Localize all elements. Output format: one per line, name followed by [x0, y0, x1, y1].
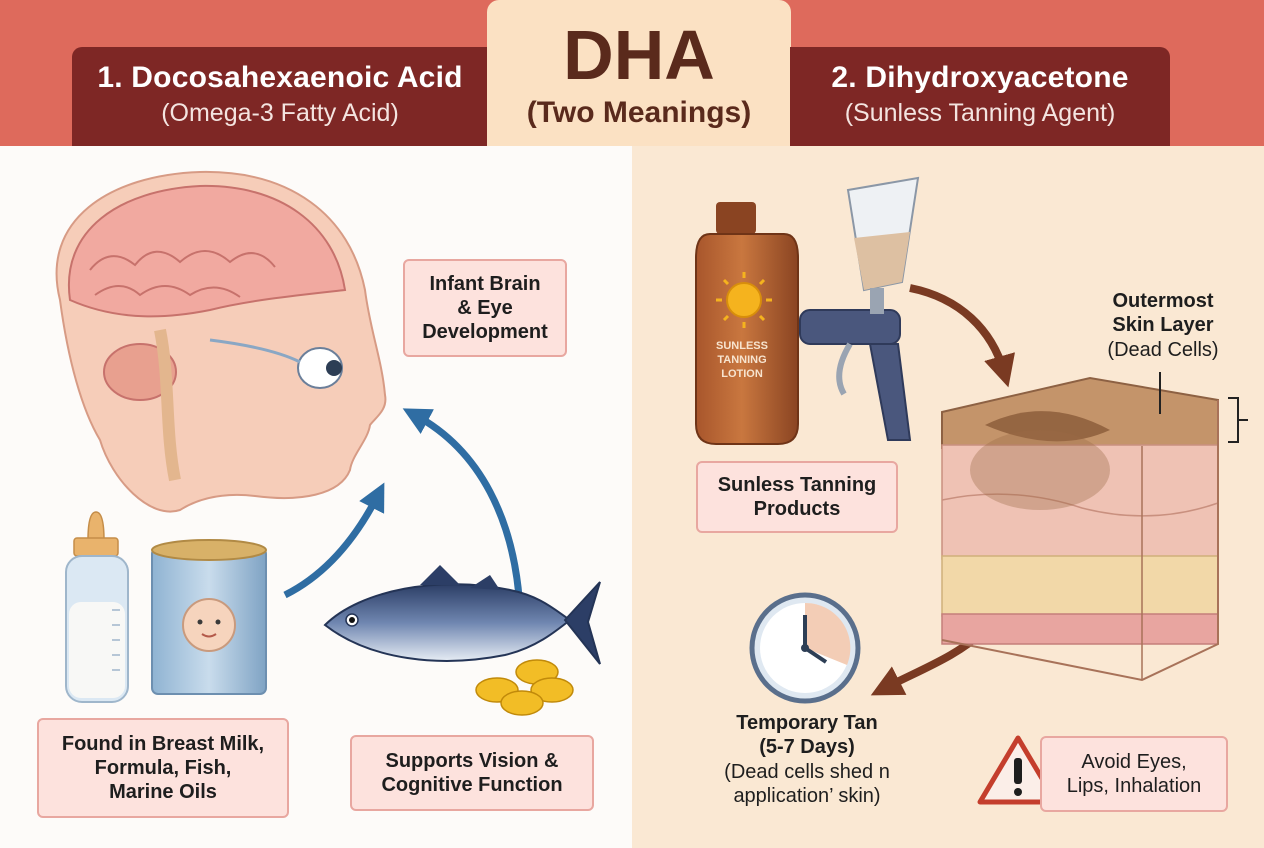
cerebellum	[103, 343, 177, 401]
brain-label-line3: Development	[422, 321, 548, 343]
infant-brain-illustration	[55, 170, 387, 513]
outermost-skin-layer-label: Outermost Skin Layer (Dead Cells)	[1078, 289, 1248, 362]
vision-label-line2: Cognitive Function	[381, 774, 563, 796]
dha-center-header: DHA (Two Meanings)	[487, 0, 791, 146]
skin-layer-title-line1: Outermost	[1112, 290, 1214, 312]
clock-icon	[749, 592, 861, 704]
left-header-title: 1. Docosahexaenoic Acid	[97, 61, 463, 94]
vision-label-line1: Supports Vision &	[385, 750, 559, 772]
dha-omega3-header: 1. Docosahexaenoic Acid (Omega-3 Fatty A…	[72, 47, 488, 146]
spray-gun-icon	[799, 176, 920, 441]
warning-label-line2: Lips, Inhalation	[1066, 775, 1202, 797]
vision-cognitive-label: Supports Vision & Cognitive Function	[350, 735, 594, 811]
baby-bottle-icon	[65, 511, 129, 703]
blue-arrow-fish	[402, 408, 524, 611]
tuna-fish-icon	[323, 565, 601, 665]
skin-layer-title-line2: Skin Layer	[1112, 314, 1214, 337]
skin-layer-bracket	[1228, 397, 1248, 443]
temporary-tan-label: Temporary Tan (5-7 Days) (Dead cells she…	[690, 711, 924, 809]
sources-label-line2: Formula, Fish,	[94, 757, 232, 779]
brown-arrow-to-skin	[909, 284, 1015, 388]
skin-layer-note: (Dead Cells)	[1107, 338, 1219, 361]
left-header-subtitle: (Omega-3 Fatty Acid)	[161, 99, 399, 127]
brain-label-line2: & Eye	[457, 297, 513, 319]
dha-tanning-header: 2. Dihydroxyacetone (Sunless Tanning Age…	[790, 47, 1170, 146]
warning-icon	[977, 735, 1059, 805]
bottle-text-line3: LOTION	[721, 368, 763, 380]
right-header-title: 2. Dihydroxyacetone	[831, 61, 1129, 94]
brain-label-line1: Infant Brain	[429, 273, 541, 295]
sources-label-line3: Marine Oils	[109, 781, 217, 803]
tan-title-line2: (5-7 Days)	[759, 736, 855, 759]
center-title: DHA	[563, 16, 715, 94]
blue-arrow-formula	[283, 482, 385, 599]
sun-icon	[716, 272, 772, 328]
products-label-line1: Sunless Tanning	[717, 474, 877, 496]
sources-label-line1: Found in Breast Milk,	[61, 733, 265, 755]
tan-title-line1: Temporary Tan	[736, 712, 878, 734]
warning-label-line1: Avoid Eyes,	[1081, 751, 1187, 773]
products-label-line2: Products	[753, 498, 841, 520]
brain-eye-development-label: Infant Brain & Eye Development	[403, 259, 567, 357]
tan-note-line2: application’ skin)	[733, 785, 881, 808]
fish-oil-capsules-icon	[475, 659, 574, 716]
bottle-text-line2: TANNING	[717, 354, 766, 366]
tanning-lotion-bottle-icon	[695, 202, 799, 445]
tan-note-line1: (Dead cells shed n	[724, 760, 890, 783]
sunless-tanning-products-label: Sunless Tanning Products	[696, 461, 898, 533]
right-header-subtitle: (Sunless Tanning Agent)	[844, 99, 1116, 127]
avoid-eyes-warning-label: Avoid Eyes, Lips, Inhalation	[1040, 736, 1228, 812]
dha-sources-label: Found in Breast Milk, Formula, Fish, Mar…	[37, 718, 289, 818]
formula-can-icon	[151, 539, 267, 695]
bottle-text-line1: SUNLESS	[716, 340, 768, 352]
center-subtitle: (Two Meanings)	[526, 96, 752, 129]
skin-layers-illustration	[941, 376, 1219, 682]
